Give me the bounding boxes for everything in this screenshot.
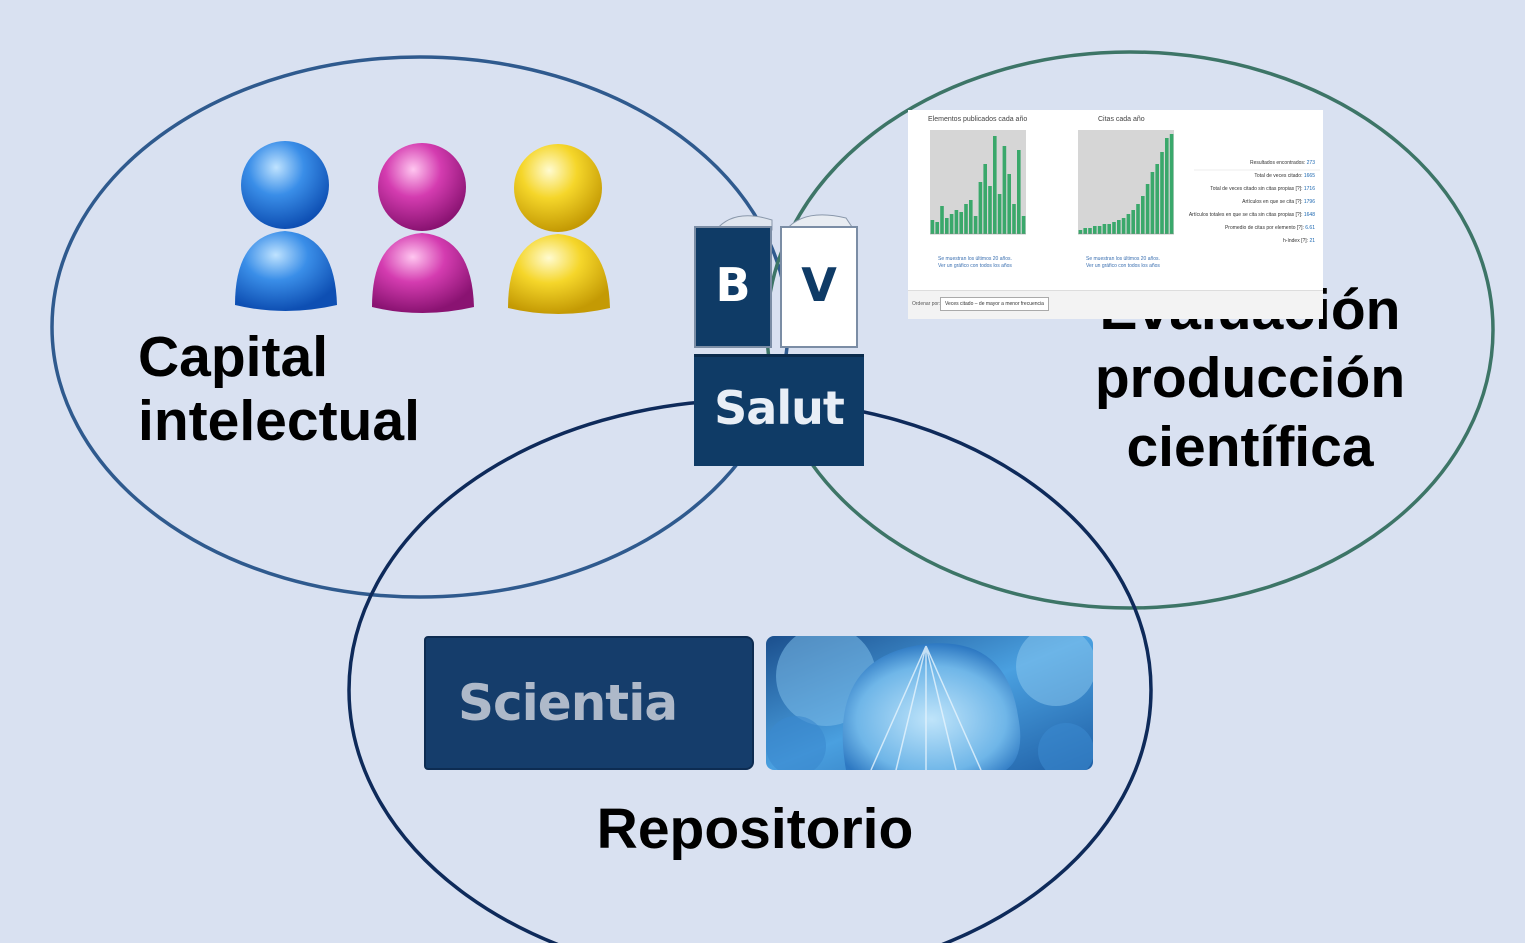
mini-bar [1002,146,1007,234]
mini-bar [1012,204,1016,234]
foot1-line2: Ver un gráfico con todos los años [938,263,1012,269]
stat-value: 6.61 [1305,225,1315,231]
scientia-text: Scientia [458,674,678,732]
mini-bar [954,210,959,234]
mini-bar [1131,210,1135,234]
mini-bar [945,218,949,234]
stat-row: Resultados encontrados: 273 [1250,160,1315,166]
mini-bar [1145,184,1150,234]
stat-value: 1716 [1303,186,1315,192]
chart1-title: Elementos publicados cada año [928,116,1028,123]
mini-bar [973,216,978,234]
stat-value: 1648 [1303,212,1315,218]
stat-label: Artículos totales en que se cita sin cit… [1188,212,1304,218]
mini-bar [1083,228,1087,234]
logo-salut: Salut [714,381,845,435]
label-eval-line3: científica [1126,414,1374,479]
sort-label: Ordenar por: [912,301,941,307]
logo-v-tile: V [780,226,858,348]
stat-row: Promedio de citas por elemento [?]: 6.61 [1225,225,1315,231]
bars-publicados [930,136,1026,234]
mini-bar [1136,204,1140,234]
foot2-line2: Ver un gráfico con todos los años [1086,263,1160,269]
foot1-line1: Se muestran los últimos 20 años. [938,256,1012,262]
logo-salut-tile: Salut [694,354,864,466]
mini-bar [1160,152,1164,234]
stat-label: Resultados encontrados: [1249,160,1307,166]
mini-bar [1078,230,1083,234]
mini-bar [1097,226,1102,234]
mini-bar [1021,216,1026,234]
logo-b: B [715,258,751,312]
mini-bar [1169,134,1174,234]
mini-bar [993,136,997,234]
mini-bar [969,200,973,234]
mini-bar [940,206,944,234]
stat-label: Promedio de citas por elemento [?]: [1224,225,1306,231]
label-capital-intelectual: Capital intelectual [138,325,420,454]
stat-label: h-índex [?]: [1283,238,1310,244]
mini-bar [997,194,1002,234]
stat-value: 273 [1306,160,1315,166]
stat-label: Total de veces citado: [1254,173,1304,179]
mini-bar [1017,150,1021,234]
mini-bar [1155,164,1159,234]
stat-row: h-índex [?]: 21 [1283,238,1315,244]
mini-bar [988,186,992,234]
mini-bar [983,164,987,234]
foot2-line1: Se muestran los últimos 20 años. [1086,256,1160,262]
logo-b-tile: B [694,226,772,348]
mini-bar [1007,174,1011,234]
mini-bar [930,220,935,234]
stat-row: Artículos totales en que se cita sin cit… [1189,212,1315,218]
stat-value: 1796 [1303,199,1315,205]
logo-v: V [801,258,837,312]
metrics-charts [930,130,1320,235]
mini-bar [964,204,968,234]
user-yellow-icon [508,144,610,314]
mini-bar [949,214,954,234]
user-magenta-icon [372,143,474,313]
scholar-metrics-screenshot: Elementos publicados cada año Citas cada… [908,110,1323,319]
sort-bar: Ordenar por: Veces citado – de mayor a m… [908,290,1323,319]
stat-row: Artículos en que se cita [?]: 1796 [1242,199,1315,205]
bars-citas [1078,134,1174,234]
mini-bar [959,212,963,234]
mini-bar [1102,224,1107,234]
stat-label: Total de veces citado sin citas propias … [1210,186,1304,192]
label-repositorio: Repositorio [596,797,914,861]
sort-select[interactable]: Veces citado – de mayor a menor frecuenc… [940,297,1049,311]
mini-bar [1141,196,1145,234]
stat-label: Artículos en que se cita [?]: [1242,199,1304,205]
label-capital-line1: Capital [138,325,329,389]
chart2-title: Citas cada año [1098,116,1145,123]
mini-bar [1107,224,1111,234]
label-capital-line2: intelectual [138,388,420,453]
mini-bar [978,182,983,234]
mini-bar [1150,172,1155,234]
shell-graphic [766,636,1093,770]
mini-bar [935,222,939,234]
stat-value: 21 [1309,238,1315,244]
scientia-banner: Scientia [424,636,754,770]
mini-bar [1165,138,1169,234]
label-eval-line2: producción [1094,346,1406,411]
mini-bar [1112,222,1116,234]
stat-value: 1665 [1303,173,1315,179]
user-blue-icon [235,141,337,311]
mini-bar [1126,214,1131,234]
stat-row: Total de veces citado: 1665 [1254,173,1315,179]
mini-bar [1117,220,1121,234]
bv-salut-logo: B V Salut [694,204,864,466]
mini-bar [1088,228,1092,234]
mini-bar [1121,218,1126,234]
stat-row: Total de veces citado sin citas propias … [1210,186,1315,192]
mini-bar [1093,226,1097,234]
scientia-shell-image [766,636,1093,770]
